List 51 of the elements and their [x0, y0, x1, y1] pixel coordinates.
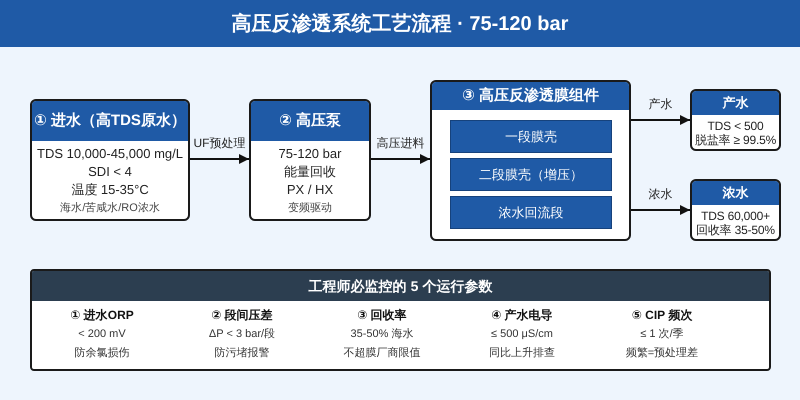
spec-text: TDS 60,000+ — [700, 209, 771, 223]
parameter-text: ΔP < 3 bar/段 — [208, 327, 276, 342]
parameter-title: ⑤ CIP 频次 — [630, 307, 694, 323]
note-text: 海水/苦咸水/RO浓水 — [59, 201, 161, 216]
parameter-text: ≤ 500 μS/cm — [490, 327, 554, 342]
spec-text: 回收率 35-50% — [695, 223, 776, 237]
card-header: ② 高压泵 — [251, 101, 369, 141]
parameter-text: 35-50% 海水 — [350, 327, 414, 342]
card-header: ③ 高压反渗透膜组件 — [432, 82, 629, 110]
parameter-text: 频繁=预处理差 — [624, 346, 700, 361]
process-card — [30, 99, 190, 221]
spec-text: 温度 15-35°C — [70, 181, 150, 199]
spec-text: PX / HX — [286, 181, 334, 199]
stage-box: 浓水回流段 — [450, 196, 612, 229]
parameter-title: ④ 产水电导 — [490, 307, 554, 323]
spec-text: 脱盐率 ≥ 99.5% — [694, 133, 778, 147]
arrow — [631, 205, 690, 215]
spec-text: 能量回收 — [283, 163, 337, 181]
spec-text: TDS < 500 — [706, 119, 764, 133]
parameter-panel — [30, 269, 771, 371]
process-card — [690, 89, 781, 151]
edge-label: 产水 — [648, 96, 674, 113]
card-header: 工程师必监控的 5 个运行参数 — [32, 271, 769, 301]
edge-label: UF预处理 — [192, 135, 246, 152]
parameter-title: ① 进水ORP — [69, 307, 135, 323]
arrow — [371, 154, 430, 164]
card-header: 浓水 — [692, 181, 779, 205]
stage-box: 一段膜壳 — [450, 120, 612, 153]
card-header: ① 进水（高TDS原水） — [32, 101, 188, 141]
process-card — [690, 179, 781, 241]
spec-text: 75-120 bar — [278, 145, 342, 163]
edge-label: 浓水 — [648, 186, 674, 203]
edge-label: 高压进料 — [376, 135, 426, 152]
parameter-text: < 200 mV — [77, 327, 127, 342]
spec-text: SDI < 4 — [87, 163, 133, 181]
process-card — [249, 99, 371, 221]
parameter-text: 不超膜厂商限值 — [342, 346, 422, 361]
parameter-text: 防污堵报警 — [214, 346, 270, 361]
spec-text: TDS 10,000-45,000 mg/L — [36, 145, 184, 163]
note-text: 变频驱动 — [287, 200, 333, 216]
title-bar: 高压反渗透系统工艺流程 · 75-120 bar — [0, 0, 800, 47]
parameter-text: 同比上升排查 — [488, 346, 556, 361]
parameter-text: ≤ 1 次/季 — [639, 327, 685, 342]
parameter-title: ② 段间压差 — [210, 307, 274, 323]
module-card — [430, 80, 631, 241]
parameter-title: ③ 回收率 — [356, 307, 408, 323]
card-header: 产水 — [692, 91, 779, 115]
arrow — [631, 115, 690, 125]
arrow — [190, 154, 249, 164]
stage-box: 二段膜壳（增压） — [450, 158, 612, 191]
parameter-text: 防余氯损伤 — [74, 346, 130, 361]
